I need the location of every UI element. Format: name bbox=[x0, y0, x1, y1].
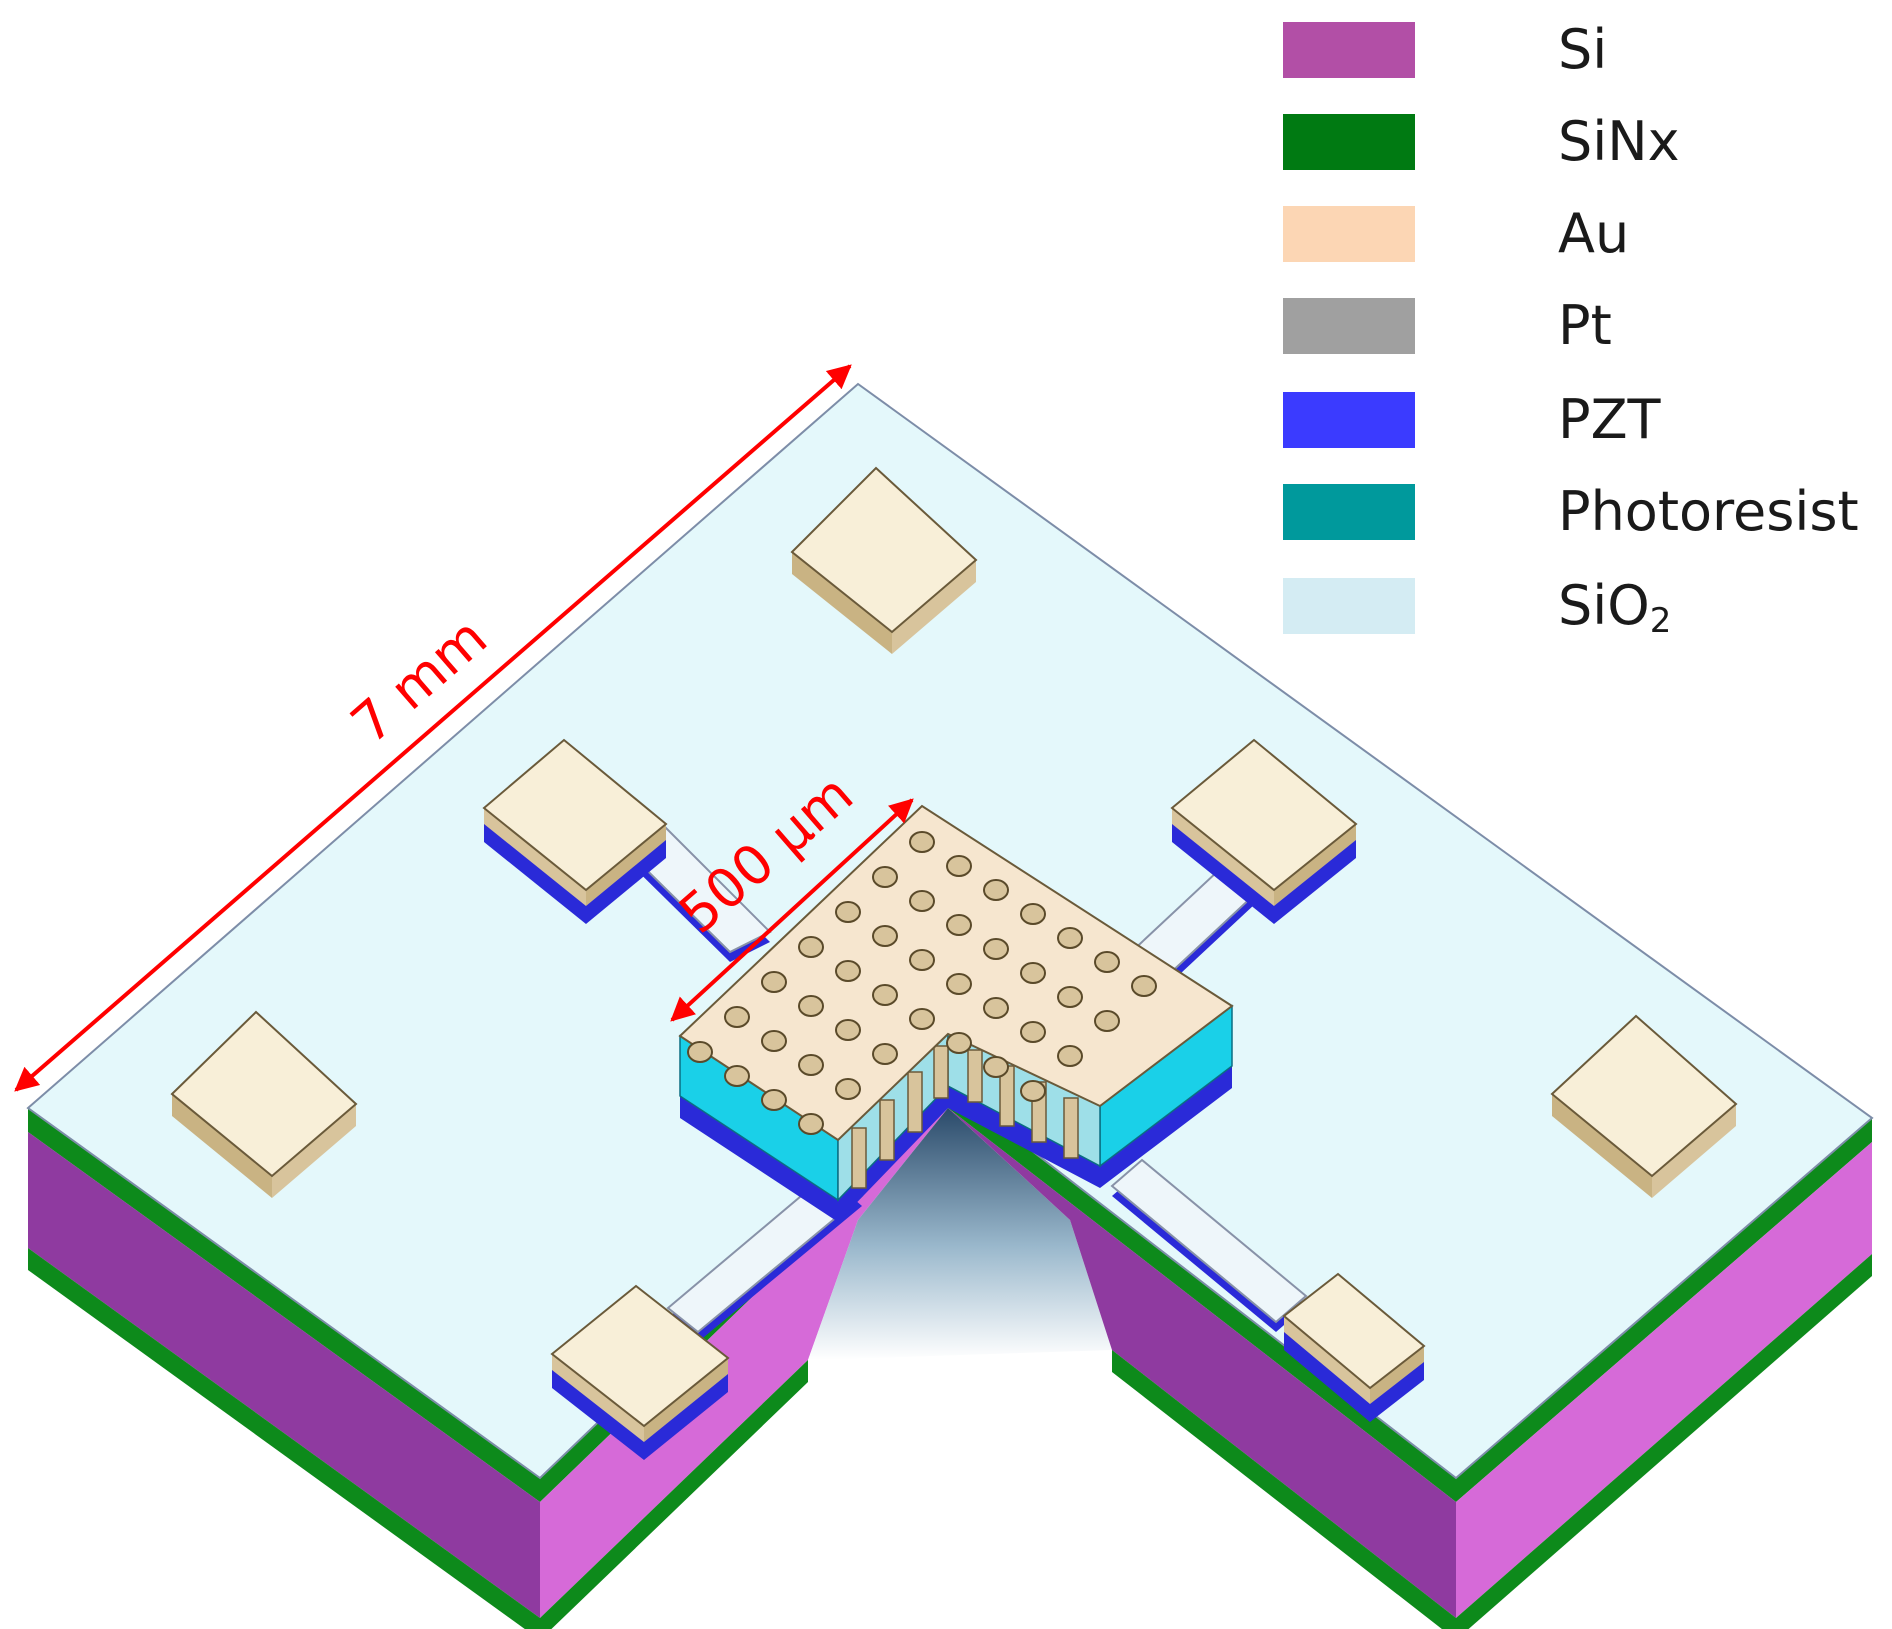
beam-lower-right-top bbox=[1110, 1158, 1308, 1324]
legend-swatch bbox=[1283, 206, 1415, 262]
right-sinx-bottom bbox=[1456, 1254, 1872, 1629]
perforation-hole bbox=[983, 1056, 1009, 1078]
left-inner-si bbox=[540, 1108, 948, 1618]
pad-lower-right bbox=[1282, 1272, 1426, 1422]
legend-item-sinx: SiNx bbox=[1283, 110, 1883, 173]
perforation-hole bbox=[909, 1008, 935, 1030]
perforation-hole bbox=[835, 960, 861, 982]
plate-pzt-right bbox=[948, 1066, 1232, 1188]
cavity bbox=[808, 1108, 1112, 1360]
plate-size-arrow bbox=[670, 798, 914, 1022]
legend-swatch bbox=[1283, 578, 1415, 634]
perforation-hole bbox=[1020, 1021, 1046, 1043]
legend-label: SiNx bbox=[1558, 110, 1680, 173]
perforation-hole bbox=[1057, 927, 1083, 949]
left-sinx-top bbox=[28, 1108, 540, 1502]
legend-item-au: Au bbox=[1283, 202, 1883, 265]
legend-item-pzt: PZT bbox=[1283, 388, 1883, 451]
perforation-hole bbox=[798, 1054, 824, 1076]
perforation-hole bbox=[983, 938, 1009, 960]
legend-item-si: Si bbox=[1283, 18, 1883, 81]
legend-label: SiO2 bbox=[1558, 574, 1672, 641]
perforation-hole bbox=[1057, 1045, 1083, 1067]
perforation-hole bbox=[909, 949, 935, 971]
pad-lower-left bbox=[550, 1284, 730, 1460]
legend-swatch bbox=[1283, 298, 1415, 354]
legend-item-pt: Pt bbox=[1283, 294, 1883, 357]
perforation-hole bbox=[687, 1041, 713, 1063]
perforation-hole bbox=[1020, 1080, 1046, 1102]
right-inner-sinx-bottom bbox=[1112, 1350, 1456, 1629]
legend-item-sio2: SiO2 bbox=[1283, 574, 1883, 641]
right-inner-si bbox=[948, 1108, 1456, 1618]
legend-label: Si bbox=[1558, 18, 1608, 81]
pillars bbox=[851, 1045, 1079, 1189]
perforation-hole bbox=[835, 901, 861, 923]
legend-item-photoresist: Photoresist bbox=[1283, 480, 1883, 543]
legend-label: PZT bbox=[1558, 388, 1661, 451]
perforation-hole bbox=[1057, 986, 1083, 1008]
legend-label: Photoresist bbox=[1558, 480, 1859, 543]
perforation-hole bbox=[946, 914, 972, 936]
perforation-hole bbox=[872, 925, 898, 947]
legend-swatch bbox=[1283, 392, 1415, 448]
legend-label: Au bbox=[1558, 202, 1630, 265]
perforation-hole bbox=[946, 1032, 972, 1054]
chip-size-arrow bbox=[14, 364, 852, 1092]
perforation-hole bbox=[761, 1089, 787, 1111]
left-sinx-bottom bbox=[28, 1248, 540, 1629]
perforation-hole bbox=[761, 1030, 787, 1052]
perforation-hole bbox=[872, 984, 898, 1006]
perforation-hole bbox=[761, 971, 787, 993]
perforation-hole bbox=[1020, 903, 1046, 925]
legend-swatch bbox=[1283, 114, 1415, 170]
perforation-hole bbox=[1094, 1010, 1120, 1032]
legend-swatch bbox=[1283, 22, 1415, 78]
perforation-hole bbox=[909, 890, 935, 912]
perforation-hole bbox=[798, 936, 824, 958]
perforation-hole bbox=[1020, 962, 1046, 984]
right-inner-sinx bbox=[948, 1086, 1456, 1502]
legend-swatch bbox=[1283, 484, 1415, 540]
pad-right bbox=[1550, 1014, 1738, 1198]
perforation-hole bbox=[724, 1006, 750, 1028]
left-inner-sinx-bottom bbox=[540, 1360, 808, 1629]
perforation-hole bbox=[872, 1043, 898, 1065]
perforation-hole bbox=[835, 1019, 861, 1041]
pad-upper-right bbox=[1170, 738, 1358, 924]
perforation-hole bbox=[946, 973, 972, 995]
perforation-hole bbox=[724, 1065, 750, 1087]
perforation-hole bbox=[983, 879, 1009, 901]
perforation-hole bbox=[798, 1113, 824, 1135]
perforation-hole bbox=[1131, 975, 1157, 997]
right-sinx-top bbox=[1456, 1118, 1872, 1502]
perforation-hole bbox=[872, 866, 898, 888]
right-si-layer bbox=[1456, 1142, 1872, 1618]
perforation-hole bbox=[946, 855, 972, 877]
perforation-hole bbox=[798, 995, 824, 1017]
perforation-hole bbox=[835, 1078, 861, 1100]
perforation-hole bbox=[1094, 951, 1120, 973]
perforation-hole bbox=[983, 997, 1009, 1019]
perforation-hole bbox=[909, 831, 935, 853]
left-si-layer bbox=[28, 1132, 540, 1618]
legend-label: Pt bbox=[1558, 294, 1612, 357]
